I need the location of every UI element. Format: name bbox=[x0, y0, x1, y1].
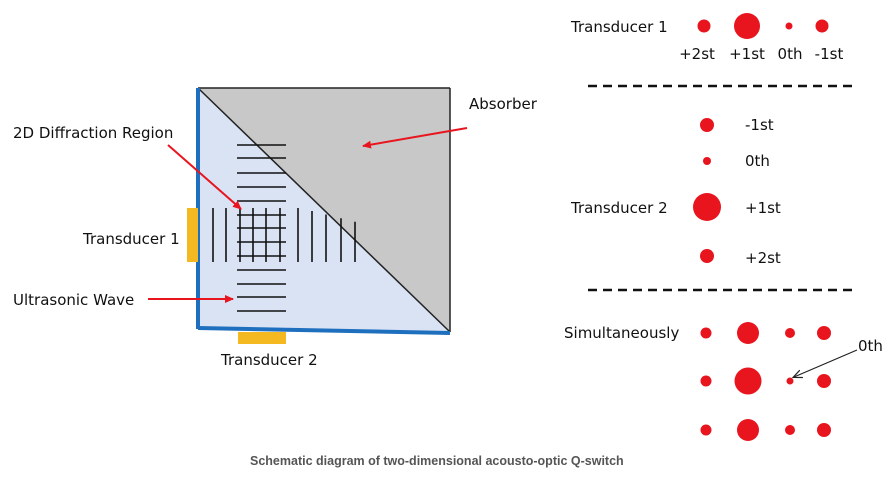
panel-bottom-title: Simultaneously bbox=[564, 324, 679, 342]
transducer-2-label: Transducer 2 bbox=[220, 351, 318, 369]
transducer-2 bbox=[238, 332, 286, 344]
order-label: -1st bbox=[815, 45, 844, 63]
diffraction-spot bbox=[737, 322, 759, 344]
panel-top-title: Transducer 1 bbox=[570, 18, 668, 36]
crystal bbox=[187, 87, 451, 344]
order-label: +2st bbox=[679, 45, 715, 63]
diffraction-spot bbox=[700, 424, 712, 436]
order-label: +2st bbox=[745, 249, 781, 267]
ultrasonic-wave-label: Ultrasonic Wave bbox=[13, 291, 134, 309]
order-label: +1st bbox=[745, 199, 781, 217]
diffraction-spot bbox=[703, 157, 711, 165]
diffraction-spot bbox=[700, 375, 712, 387]
diffraction-spot bbox=[693, 193, 721, 221]
diffraction-spot bbox=[697, 19, 711, 33]
crystal-bottom-edge bbox=[197, 326, 451, 335]
diffraction-spot bbox=[785, 328, 795, 338]
order-label: +1st bbox=[729, 45, 765, 63]
panel-top-spots: +2st +1st 0th -1st bbox=[679, 13, 843, 63]
order-label: 0th bbox=[745, 152, 770, 170]
diffraction-spot bbox=[734, 13, 760, 39]
panel-bottom-spots bbox=[700, 322, 831, 441]
diffraction-spot bbox=[700, 118, 714, 132]
diffraction-spot bbox=[700, 327, 712, 339]
diffraction-spot bbox=[785, 425, 795, 435]
diffraction-spot bbox=[737, 419, 759, 441]
absorber-arrow bbox=[362, 127, 468, 149]
diffraction-spot bbox=[700, 249, 714, 263]
order-label: 0th bbox=[778, 45, 803, 63]
transducer-1-label: Transducer 1 bbox=[82, 230, 180, 248]
diffraction-spot bbox=[817, 326, 831, 340]
ultrasonic-wave-lines bbox=[212, 144, 356, 312]
transducer-1 bbox=[187, 208, 198, 262]
diffraction-spot bbox=[734, 367, 762, 395]
order-label: -1st bbox=[745, 116, 774, 134]
zeroth-order-annotation: 0th bbox=[858, 337, 883, 355]
diffraction-spot bbox=[786, 377, 794, 385]
diffraction-spot bbox=[815, 19, 829, 33]
zeroth-order-pointer bbox=[794, 349, 858, 377]
diffraction-region-arrow bbox=[167, 144, 242, 210]
diffraction-spot bbox=[817, 374, 831, 388]
absorber-label: Absorber bbox=[469, 95, 538, 113]
diffraction-spot bbox=[817, 423, 831, 437]
panel-middle-spots: -1st 0th +1st +2st bbox=[693, 116, 781, 267]
panel-middle-title: Transducer 2 bbox=[570, 199, 668, 217]
diffraction-region-label: 2D Diffraction Region bbox=[13, 124, 173, 142]
figure-caption: Schematic diagram of two-dimensional aco… bbox=[250, 454, 624, 468]
diffraction-spot bbox=[785, 22, 793, 30]
crystal-diagonal bbox=[197, 87, 451, 333]
